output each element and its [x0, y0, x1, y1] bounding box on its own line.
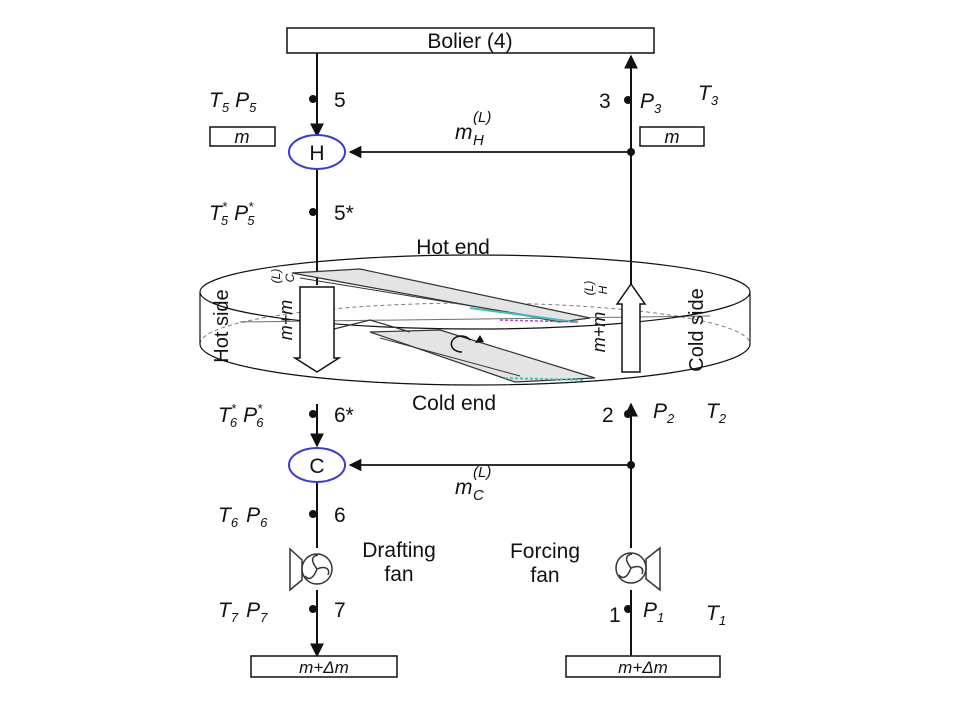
svg-text:(L): (L) [582, 281, 596, 296]
c-node: C [288, 447, 346, 483]
c-node-label: C [309, 455, 324, 478]
svg-text:(L): (L) [473, 464, 491, 481]
svg-text:m: m [455, 476, 473, 499]
leakage-label-cold: m (L) C [455, 464, 491, 504]
rotor: Hot end Cold end Hot side Cold side m+m … [199, 236, 751, 415]
left-flow-label: m+m (L) C [269, 269, 297, 341]
svg-text:m+m: m+m [589, 312, 609, 353]
svg-text:P3: P3 [640, 90, 662, 116]
h-node-label: H [309, 142, 324, 165]
svg-text:5: 5 [334, 89, 346, 112]
svg-text:C: C [473, 487, 484, 504]
svg-text:3: 3 [599, 90, 611, 113]
drafting-fan-label-1: Drafting [362, 539, 436, 562]
svg-text:m: m [455, 121, 473, 144]
bottom-left-box: m+Δm [250, 655, 398, 678]
drafting-fan-label-2: fan [384, 563, 413, 586]
seal-plate-lower [369, 329, 596, 383]
state-point-2: 2 P2 T2 [602, 400, 727, 427]
boiler-box: Bolier (4) [286, 27, 655, 54]
right-m-label: m [665, 127, 680, 147]
bottom-left-label: m+Δm [299, 658, 349, 677]
hot-flow-arrow-icon [292, 286, 342, 373]
leakage-label-hot: m (L) H [455, 109, 491, 149]
left-m-label: m [235, 127, 250, 147]
svg-text:6*: 6* [334, 404, 354, 427]
svg-text:2: 2 [602, 404, 614, 427]
cold-flow-arrow-icon [615, 282, 647, 373]
right-flow-label: m+m (L) H [582, 281, 610, 353]
svg-text:H: H [596, 285, 610, 294]
svg-text:P2: P2 [653, 400, 675, 426]
svg-text:T*5P*5: T*5P*5 [209, 199, 255, 228]
svg-text:T2: T2 [706, 400, 727, 426]
svg-text:P1: P1 [643, 599, 664, 625]
cold-side-label: Cold side [686, 288, 708, 371]
hot-end-label: Hot end [416, 236, 490, 259]
rotation-arrow-icon [450, 335, 471, 353]
svg-text:(L): (L) [269, 269, 283, 284]
drafting-fan-icon [289, 547, 333, 592]
boiler-label: Bolier (4) [427, 30, 512, 53]
junction-dot-hot [627, 148, 635, 156]
svg-text:m+m: m+m [276, 300, 296, 341]
svg-text:C: C [283, 273, 297, 282]
svg-text:(L): (L) [473, 109, 491, 126]
left-m-box: m [209, 126, 276, 147]
bottom-right-label: m+Δm [618, 658, 668, 677]
svg-text:1: 1 [609, 604, 621, 627]
forcing-fan-label-1: Forcing [510, 540, 580, 563]
right-m-box: m [639, 126, 705, 147]
svg-text:6: 6 [334, 504, 346, 527]
svg-text:T*6P*6: T*6P*6 [218, 401, 264, 430]
forcing-fan-icon [615, 546, 661, 592]
svg-text:5*: 5* [334, 202, 354, 225]
h-node: H [288, 134, 346, 170]
hot-side-label: Hot side [211, 289, 233, 362]
state-point-3: 3 P3 T3 [599, 82, 719, 116]
cold-end-label: Cold end [412, 392, 496, 415]
svg-text:T1: T1 [706, 602, 726, 628]
forcing-fan-label-2: fan [530, 564, 559, 587]
svg-text:H: H [473, 132, 484, 149]
state-point-1: 1 P1 T1 [609, 599, 726, 628]
bottom-right-box: m+Δm [565, 655, 721, 678]
svg-text:7: 7 [334, 599, 346, 622]
svg-text:T3: T3 [698, 82, 719, 108]
junction-dot-cold [627, 461, 635, 469]
